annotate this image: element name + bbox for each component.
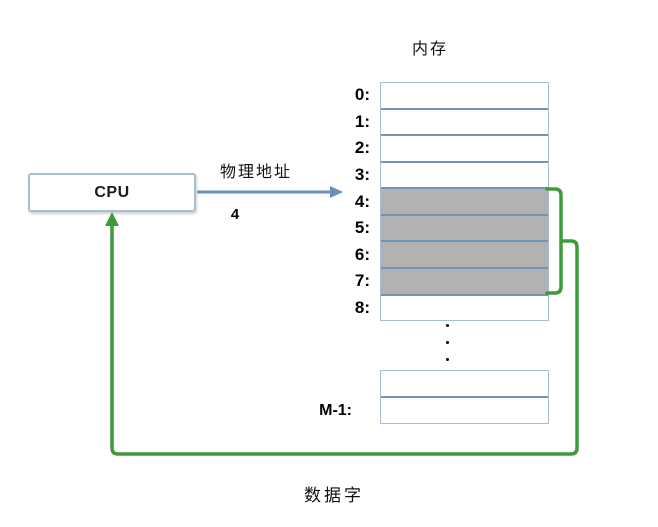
memory-tail-row <box>381 371 548 396</box>
memory-row-shaded <box>381 240 548 267</box>
memory-row-label: 4: <box>354 191 370 211</box>
data-word-label: 数据字 <box>304 486 364 506</box>
memory-tail-table <box>380 370 549 424</box>
memory-row <box>381 83 548 108</box>
memory-row-label: 8: <box>354 297 370 317</box>
cpu-label: CPU <box>94 183 130 201</box>
rows-4-7-bracket <box>545 187 563 295</box>
memory-tail-row <box>381 396 548 423</box>
memory-row-shaded <box>381 213 548 241</box>
memory-tail-row-label: M-1: <box>319 401 352 419</box>
memory-row <box>381 134 548 161</box>
physical-address-label: 物理地址 <box>219 162 292 181</box>
memory-tail-row-label <box>300 370 366 397</box>
memory-row-shaded <box>381 187 548 214</box>
data-word-arrowhead-icon <box>105 212 119 226</box>
memory-title: 内存 <box>411 39 448 58</box>
memory-row <box>381 293 548 321</box>
memory-row-label: 2: <box>354 138 370 158</box>
physical-address-value: 4 <box>230 206 240 223</box>
cpu-box: CPU <box>28 173 196 212</box>
memory-tail-labels: M-1: <box>300 370 366 424</box>
memory-row-label: 1: <box>354 111 370 131</box>
memory-row-label: 7: <box>354 271 370 291</box>
memory-table <box>380 82 549 321</box>
ellipsis-dots <box>446 324 449 375</box>
memory-row-label: 0: <box>354 85 370 105</box>
memory-row <box>381 160 548 188</box>
memory-row-shaded <box>381 266 548 294</box>
memory-row-label: 5: <box>354 218 370 238</box>
memory-row-label: 6: <box>354 244 370 264</box>
ellipsis-dot-icon <box>446 341 449 344</box>
ellipsis-dot-icon <box>446 358 449 361</box>
ellipsis-dot-icon <box>446 324 449 327</box>
memory-row-label: 3: <box>354 164 370 184</box>
memory-row <box>381 107 548 135</box>
memory-labels: 0: 1: 2: 3: 4: 5: 6: 7: 8: <box>318 82 370 321</box>
